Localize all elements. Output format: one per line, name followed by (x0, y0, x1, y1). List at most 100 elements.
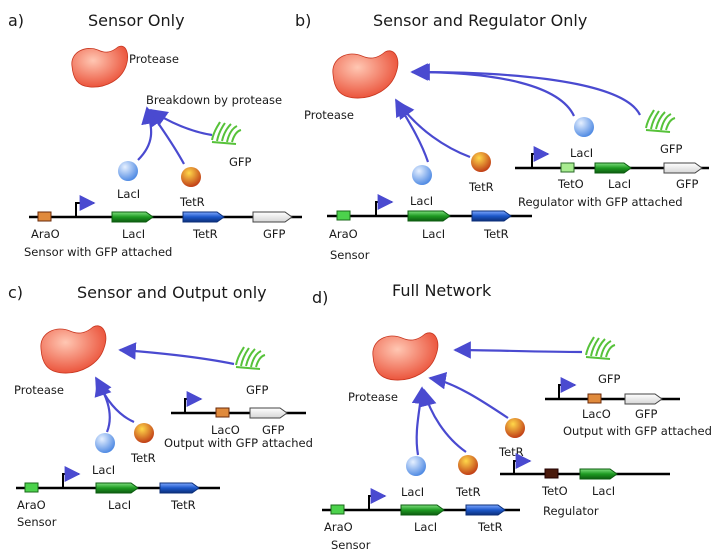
panel-d-gene-laci2-label: LacI (592, 484, 615, 498)
panel-c-protease-shape (40, 325, 107, 374)
panel-a-laci-protein (118, 161, 138, 181)
panel-d-arao-label: AraO (324, 520, 353, 534)
panel-c-title: Sensor and Output only (77, 283, 267, 302)
panel-a: a) Sensor Only Protease Breakdown by pro… (8, 11, 302, 259)
panel-b-gene-gfp (663, 162, 703, 174)
panel-d-laci-label: LacI (401, 485, 424, 499)
panel-d-gene-gfp (624, 393, 663, 405)
panel-c-tetr-label: TetR (130, 451, 156, 465)
panel-a-gene-tetr (182, 211, 225, 223)
panel-b-letter: b) (295, 11, 311, 30)
panel-a-sensor-construct (29, 195, 302, 223)
panel-a-gfp-label: GFP (229, 155, 252, 169)
panel-d-arrows (411, 341, 583, 456)
panel-b-protease-label: Protease (304, 108, 354, 122)
panel-d-gene-laci2 (579, 468, 618, 480)
panel-c-gene-laci-label: LacI (108, 498, 131, 512)
panel-d-title: Full Network (392, 281, 492, 300)
panel-d-laci-protein (406, 456, 426, 476)
panel-b-teto-label: TetO (557, 177, 584, 191)
panel-a-gene-laci (111, 211, 154, 223)
panel-d-protease-shape (372, 332, 439, 381)
panel-a-laci-label: LacI (117, 187, 140, 201)
panel-c: c) Sensor and Output only Protease GFP L… (8, 283, 313, 529)
panel-c-laci-protein (95, 433, 115, 453)
panel-d-sensor-construct (322, 488, 520, 516)
panel-d-promoter-icon (368, 488, 387, 510)
panel-b-gene-gfp-label: GFP (676, 177, 699, 191)
panel-d-gene-gfp-label: GFP (635, 407, 658, 421)
panel-a-tetr-protein (181, 167, 201, 187)
panel-b: b) Sensor and Regulator Only Protease La… (295, 11, 709, 262)
panel-a-protease-shape (71, 45, 128, 88)
panel-c-output-label: Output with GFP attached (164, 436, 313, 450)
panel-a-gene-gfp-label: GFP (263, 227, 286, 241)
panel-c-gene-tetr-label: TetR (170, 498, 196, 512)
panel-d-tetr2-arrow (428, 371, 509, 419)
panel-d-tetr-label: TetR (455, 485, 481, 499)
panel-d-out-promoter-icon (558, 377, 577, 399)
panel-d-gene-laci (400, 504, 445, 516)
panel-c-promoter-icon (62, 466, 81, 488)
panel-b-sensor-label: Sensor (330, 248, 370, 262)
panel-c-gene-laci (95, 482, 139, 494)
panel-b-gfp-icon (645, 109, 676, 133)
panel-d-regulator-construct (500, 453, 670, 480)
panel-c-output-construct (171, 391, 306, 419)
panel-b-promoter-icon (375, 194, 394, 216)
panel-b-laci2-label: LacI (570, 146, 593, 160)
panel-b-arrows (395, 63, 641, 163)
panel-a-arao-label: AraO (31, 227, 60, 241)
panel-c-sensor-label: Sensor (17, 515, 57, 529)
panel-b-laci2-protein (574, 117, 594, 137)
panel-c-arrows (94, 342, 235, 433)
panel-c-gene-gfp (249, 407, 288, 419)
panel-a-protease-label: Protease (129, 52, 179, 66)
panel-b-tetr-label: TetR (468, 180, 494, 194)
panel-b-laci-label: LacI (410, 194, 433, 208)
panel-a-construct-label: Sensor with GFP attached (24, 245, 172, 259)
panel-b-laci-arrow (395, 98, 430, 163)
panel-c-protease-label: Protease (14, 383, 64, 397)
panel-c-letter: c) (8, 283, 23, 302)
panel-b-gfp-arrow (412, 63, 641, 116)
panel-d-gene-tetr (465, 504, 506, 516)
panel-d-teto-label: TetO (541, 484, 568, 498)
panel-b-arao-box (336, 210, 351, 221)
panel-b-laci-protein (412, 165, 432, 185)
panel-c-out-promoter-icon (184, 391, 203, 413)
panel-b-sensor-construct (327, 194, 532, 222)
panel-d-output-label: Output with GFP attached (563, 424, 712, 438)
panel-a-tetr-arrow (148, 108, 185, 165)
panel-d-laco-label: LacO (582, 407, 611, 421)
panel-c-arao-label: AraO (17, 498, 46, 512)
panel-d-letter: d) (312, 288, 328, 307)
panel-b-regulator-label: Regulator with GFP attached (518, 195, 683, 209)
panel-c-gene-gfp-label: GFP (262, 423, 285, 437)
panel-a-arrows (137, 106, 213, 165)
panel-b-reg-promoter-icon (531, 146, 550, 168)
panel-b-gene-laci2 (594, 162, 632, 174)
panel-a-gene-gfp (252, 211, 293, 223)
panel-c-sensor-construct (16, 466, 220, 494)
panel-a-laci-arrow (137, 106, 159, 161)
panel-a-promoter-icon (75, 195, 96, 217)
panel-b-regulator-construct (515, 146, 709, 174)
panel-c-tetr-arrow (94, 378, 135, 424)
panel-d-gfp-icon (585, 336, 616, 360)
panel-b-gfp-label: GFP (660, 142, 683, 156)
panel-b-gene-laci-label: LacI (422, 227, 445, 241)
panel-c-arao-box (24, 482, 39, 493)
panel-d-output-construct (545, 377, 680, 405)
panel-a-gene-laci-label: LacI (122, 227, 145, 241)
panel-b-gene-tetr (471, 210, 512, 222)
panel-b-gene-laci (407, 210, 451, 222)
panel-b-tetr-protein (471, 152, 491, 172)
panel-d-gene-laci-label: LacI (414, 520, 437, 534)
panel-c-gfp-icon (235, 346, 266, 370)
panel-c-laco-label: LacO (211, 423, 240, 437)
panel-d: d) Full Network Protease GFP LacO GFP Ou… (312, 281, 712, 552)
panel-d-gene-tetr-label: TetR (477, 520, 503, 534)
panel-c-laci-arrow (95, 376, 112, 433)
